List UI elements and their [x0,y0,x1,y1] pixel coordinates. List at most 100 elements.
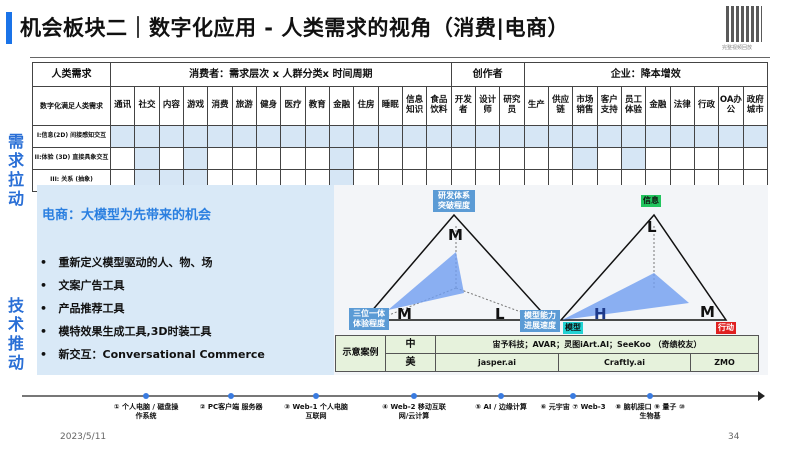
model-tag: 模型 [563,322,583,334]
matrix-cell [109,147,136,170]
matrix-cell [620,147,647,170]
title-divider [30,57,770,58]
timeline-label: ② PC客户端 服务器 [199,403,263,411]
column-header: 医疗 [280,86,306,126]
column-header: 开发者 [450,86,476,126]
matrix-cell [134,125,160,148]
right-triangle [559,213,728,321]
matrix-cell [377,147,403,170]
timeline-dot [143,393,149,399]
tech-push-label: 技术推动 [7,296,24,372]
case-examples-table: 示意案例 中 宙予科技；AVAR；灵图iArt.AI；SeeKoo （奇绩校友）… [335,335,759,372]
matrix-cell [401,125,428,148]
timeline-dot [647,393,653,399]
matrix-cell [547,125,574,148]
column-header: 睡眠 [377,86,403,126]
matrix-cell [255,125,282,148]
matrix-cell [182,147,209,170]
matrix-cell [158,125,184,148]
matrix-cell [353,125,379,148]
column-header: 客户支持 [596,86,622,126]
column-header: 信息知识 [401,86,428,126]
slide-title: 机会板块二｜数字化应用 - 人类需求的视角（消费|电商） [20,16,570,40]
case-us-item: jasper.ai [435,353,559,372]
row-label: I:信息(2D) 间接感知交互 [32,125,111,148]
triangle-diagrams [362,213,728,321]
column-header: 行政 [693,86,720,126]
matrix-cell [620,125,647,148]
bullet-text: 重新定义模型驱动的人、物、场 [58,256,213,269]
left-right-level: L [495,305,505,323]
left-right-tag: 模型能力进展速度 [520,310,560,332]
bullet-text: 新交互：Conversational Commerce [58,348,265,361]
matrix-cell [207,125,233,148]
matrix-cell [426,125,452,148]
column-header: 政府城市 [742,86,769,126]
left-left-level: M [397,305,412,323]
cases-label: 示意案例 [335,335,386,372]
bullet-dot: • [40,279,59,292]
matrix-cell [353,147,379,170]
matrix-cell [231,125,257,148]
column-header: 内容 [158,86,184,126]
matrix-cell [450,147,476,170]
column-header: 员工体验 [620,86,647,126]
column-header: 食品饮料 [426,86,452,126]
timeline-label: ⑤ AI / 边缘计算 [475,403,527,411]
matrix-cell [596,125,622,148]
bullet-dot: • [40,256,59,269]
column-header: 通讯 [109,86,136,126]
ecommerce-overlay-panel [37,185,334,375]
row-header: 数字化满足人类需求 [32,86,111,126]
left-left-tag: 三位一体体验程度 [349,308,389,330]
bullet-dot: • [40,348,59,361]
cases-cn-label: 中 [385,335,436,354]
timeline-label: ⑧ 脑机接口 ⑨ 量子 ⑩ 生物基 [615,403,685,420]
column-header: 游戏 [182,86,209,126]
timeline-dot [570,393,576,399]
bullet-text: 文案广告工具 [58,279,125,292]
bullet-item: • 产品推荐工具 [40,300,125,316]
slide-date: 2023/5/11 [60,432,107,442]
left-top-level: M [448,226,463,244]
matrix-cell [499,125,525,148]
matrix-cell [109,125,136,148]
matrix-cell [377,125,403,148]
bullet-item: • 新交互：Conversational Commerce [40,346,265,362]
bullet-item: • 模特效果生成工具,3D时装工具 [40,323,212,339]
matrix-cell [547,147,574,170]
matrix-cell [693,125,720,148]
matrix-cell [596,147,622,170]
left-top-tag: 研发体系突破程度 [433,190,475,212]
case-us-item: Craftly.ai [557,353,692,372]
matrix-cell [523,125,549,148]
cases-cn-value: 宙予科技；AVAR；灵图iArt.AI；SeeKoo （奇绩校友） [435,335,759,354]
matrix-cell [645,147,671,170]
matrix-cell [328,147,355,170]
cases-us-label: 美 [385,353,436,372]
demand-matrix-table: 人类需求 消费者：需求层次 x 人群分类x 时间周期 创作者 企业：降本增效 数… [32,62,769,192]
case-us-item: ZMO [690,353,759,372]
bullet-item: • 文案广告工具 [40,277,125,293]
matrix-cell [474,147,501,170]
timeline-dot [498,393,504,399]
qr-caption: 完整视频回放 [722,45,753,51]
column-header: 法律 [669,86,695,126]
matrix-cell [134,147,160,170]
corner-header: 人类需求 [32,62,111,87]
group-creator: 创作者 [450,62,525,87]
group-enterprise: 企业：降本增效 [523,62,769,87]
matrix-cell [450,125,476,148]
matrix-cell [304,147,330,170]
matrix-cell [328,125,355,148]
matrix-cell [669,125,695,148]
matrix-cell [231,147,257,170]
title-accent-bar [6,12,12,44]
bullet-text: 模特效果生成工具,3D时装工具 [58,325,212,338]
matrix-cell [572,125,598,148]
matrix-cell [523,147,549,170]
matrix-cell [474,125,501,148]
matrix-cell [645,125,671,148]
timeline-label: ③ Web-1 个人电脑互联网 [284,403,348,420]
matrix-cell [718,125,744,148]
